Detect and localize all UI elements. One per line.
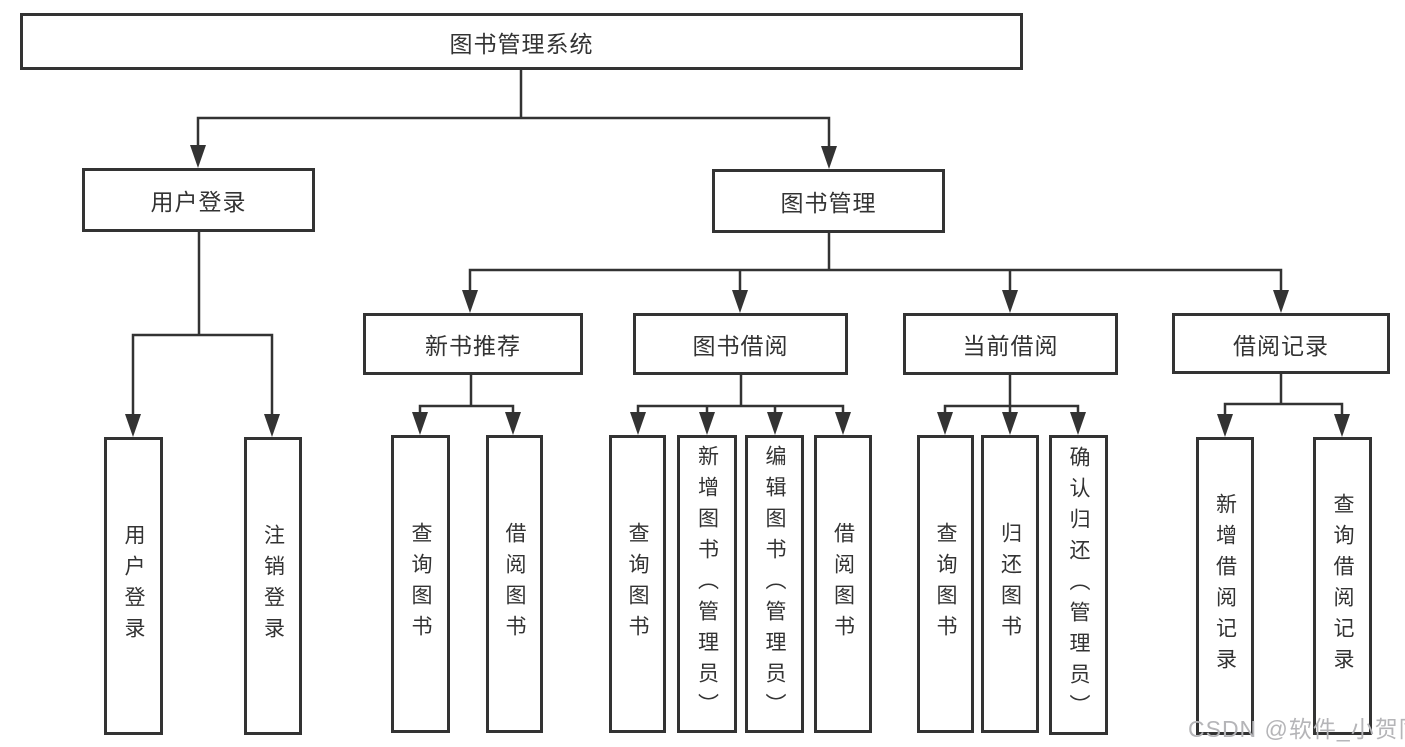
node-label: 借阅记录 xyxy=(1233,332,1329,359)
node-label: 查询借阅记录 xyxy=(1331,493,1354,679)
leaf-borrow-books-recommendation: 借阅图书 xyxy=(486,435,543,733)
node-book-management: 图书管理 xyxy=(712,169,945,233)
csdn-watermark: CSDN @软件_小贺同学 xyxy=(1188,716,1405,742)
node-user-login: 用户登录 xyxy=(82,168,315,232)
leaf-query-borrow-record: 查询借阅记录 xyxy=(1313,437,1372,735)
node-label: 借阅图书 xyxy=(831,522,855,646)
node-borrowing-records: 借阅记录 xyxy=(1172,313,1390,374)
node-current-borrowing: 当前借阅 xyxy=(903,313,1118,375)
node-label: 当前借阅 xyxy=(962,333,1059,359)
leaf-query-books-recommendation: 查询图书 xyxy=(391,435,450,733)
leaf-borrow-books-borrowing: 借阅图书 xyxy=(814,435,872,733)
leaf-query-books-borrowing: 查询图书 xyxy=(609,435,666,733)
leaf-edit-book-admin: 编辑图书（管理员） xyxy=(745,435,804,733)
leaf-add-book-admin: 新增图书（管理员） xyxy=(677,435,737,733)
node-label: 图书管理系统 xyxy=(449,30,594,57)
node-label: 用户登录 xyxy=(122,524,145,648)
leaf-user-login: 用户登录 xyxy=(104,437,163,735)
node-label: 查询图书 xyxy=(626,522,649,646)
leaf-add-borrow-record: 新增借阅记录 xyxy=(1196,437,1254,735)
node-label: 归还图书 xyxy=(998,522,1022,646)
node-label: 用户登录 xyxy=(150,189,247,215)
node-label: 新增图书（管理员） xyxy=(695,444,719,724)
node-label: 查询图书 xyxy=(409,522,432,646)
leaf-confirm-return-admin: 确认归还（管理员） xyxy=(1049,435,1108,735)
leaf-query-books-current: 查询图书 xyxy=(917,435,974,733)
node-label: 图书管理 xyxy=(780,190,877,216)
node-book-borrowing: 图书借阅 xyxy=(633,313,848,375)
node-label: 新增借阅记录 xyxy=(1213,493,1237,679)
node-label: 图书借阅 xyxy=(692,333,789,359)
leaf-logout: 注销登录 xyxy=(244,437,302,735)
node-label: 查询图书 xyxy=(934,522,957,646)
node-label: 确认归还（管理员） xyxy=(1067,445,1090,725)
node-label: 编辑图书（管理员） xyxy=(763,444,786,724)
leaf-return-book: 归还图书 xyxy=(981,435,1039,733)
node-new-book-recommendation: 新书推荐 xyxy=(363,313,583,375)
node-label: 借阅图书 xyxy=(503,522,526,646)
node-library-management-system: 图书管理系统 xyxy=(20,13,1023,70)
node-label: 新书推荐 xyxy=(425,333,521,359)
node-label: 注销登录 xyxy=(261,524,285,648)
